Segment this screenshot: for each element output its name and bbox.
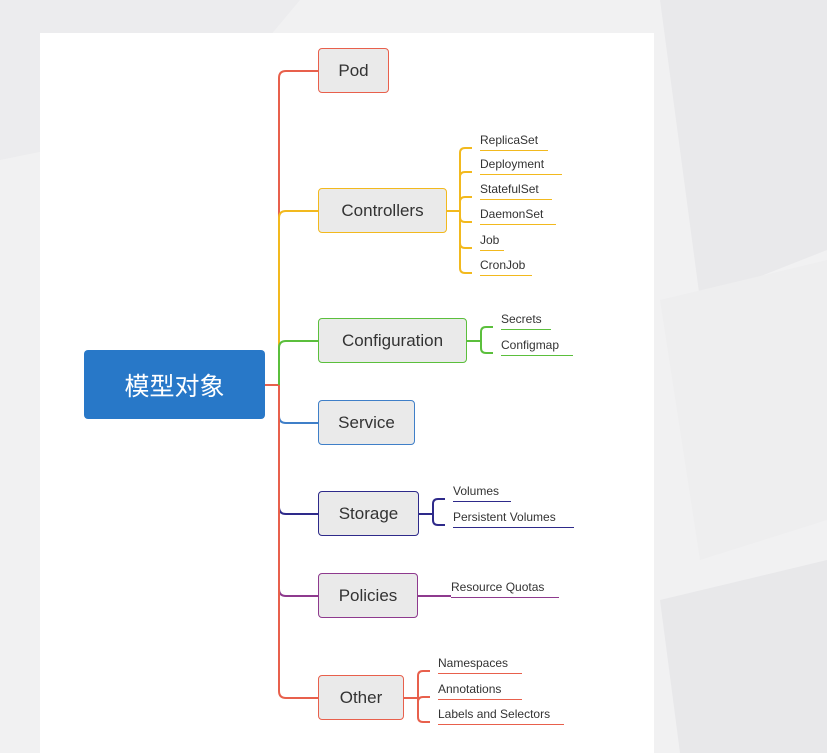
connector-storage <box>278 385 318 515</box>
branch-label-configuration: Configuration <box>341 330 444 350</box>
branch-node-controllers[interactable]: Controllers <box>318 188 447 233</box>
leaf-persistent-volumes[interactable]: Persistent Volumes <box>453 510 574 528</box>
leaf-statefulset[interactable]: StatefulSet <box>480 182 552 200</box>
leaf-configmap[interactable]: Configmap <box>501 338 573 356</box>
leaf-resource-quotas[interactable]: Resource Quotas <box>451 580 559 598</box>
branch-label-policies: Policies <box>338 585 398 605</box>
connector-leaf-other-2 <box>417 698 430 723</box>
connector-service <box>278 385 318 424</box>
connector-policies <box>278 385 318 597</box>
leaf-daemonset[interactable]: DaemonSet <box>480 207 556 225</box>
connector-leaf-configuration-0 <box>480 326 493 341</box>
leaf-job[interactable]: Job <box>480 233 504 251</box>
connector-leaf-controllers-5 <box>459 211 472 274</box>
leaf-annotations[interactable]: Annotations <box>438 682 522 700</box>
connector-controllers <box>278 210 318 385</box>
branch-label-service: Service <box>338 412 395 432</box>
branch-label-other: Other <box>339 687 383 707</box>
branch-label-controllers: Controllers <box>341 200 424 220</box>
branch-node-other[interactable]: Other <box>318 675 404 720</box>
connector-leaf-controllers-1 <box>459 171 472 211</box>
leaf-volumes[interactable]: Volumes <box>453 484 511 502</box>
branch-node-service[interactable]: Service <box>318 400 415 445</box>
branch-node-pod[interactable]: Pod <box>318 48 389 93</box>
branch-label-pod: Pod <box>338 60 369 80</box>
connector-configuration <box>278 340 318 385</box>
connector-leaf-controllers-2 <box>459 196 472 211</box>
connector-leaf-other-0 <box>417 670 430 698</box>
connector-pod <box>278 70 318 385</box>
connector-leaf-controllers-3 <box>459 211 472 223</box>
leaf-namespaces[interactable]: Namespaces <box>438 656 522 674</box>
leaf-deployment[interactable]: Deployment <box>480 157 562 175</box>
connector-leaf-storage-1 <box>432 514 445 526</box>
connector-other <box>278 385 318 699</box>
root-label: 模型对象 <box>124 371 225 401</box>
connector-leaf-storage-0 <box>432 498 445 514</box>
branch-node-policies[interactable]: Policies <box>318 573 418 618</box>
branch-node-configuration[interactable]: Configuration <box>318 318 467 363</box>
branch-label-storage: Storage <box>338 503 399 523</box>
connector-leaf-other-1 <box>417 696 430 703</box>
connector-leaf-configuration-1 <box>480 341 493 354</box>
leaf-replicaset[interactable]: ReplicaSet <box>480 133 548 151</box>
leaf-secrets[interactable]: Secrets <box>501 312 551 330</box>
leaf-labels-and-selectors[interactable]: Labels and Selectors <box>438 707 564 725</box>
root-node[interactable]: 模型对象 <box>84 350 265 419</box>
connector-leaf-controllers-0 <box>459 147 472 211</box>
connector-leaf-controllers-4 <box>459 211 472 249</box>
leaf-cronjob[interactable]: CronJob <box>480 258 532 276</box>
branch-node-storage[interactable]: Storage <box>318 491 419 536</box>
